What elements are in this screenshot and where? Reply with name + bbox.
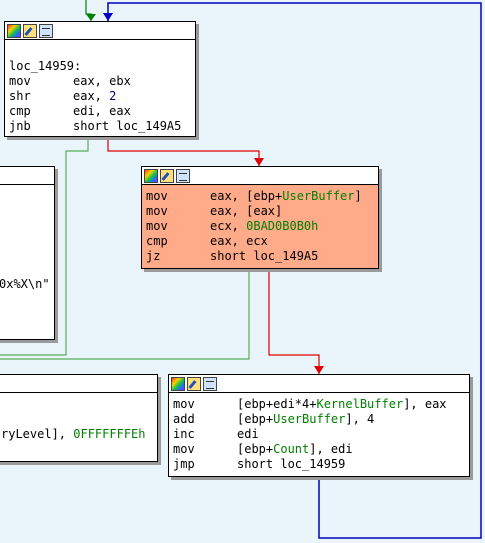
block-titlebar (0, 167, 54, 185)
edge-jz-taken-left (0, 268, 250, 360)
listing-view-icon[interactable] (203, 376, 217, 391)
block-titlebar (5, 22, 195, 40)
block-partial-left-upper[interactable]: 0x%X\n" (0, 166, 55, 340)
listing-view-icon[interactable] (176, 168, 190, 183)
block-titlebar (169, 375, 469, 393)
edit-pencil-icon[interactable] (160, 168, 174, 183)
instruction-line[interactable]: add[ebp+UserBuffer], 4 (173, 412, 375, 426)
graph-overview-icon[interactable] (171, 376, 185, 391)
instruction-line[interactable]: mov[ebp+Count], edi (173, 442, 353, 456)
block-buffer-copy[interactable]: mov[ebp+edi*4+KernelBuffer], eax add[ebp… (168, 374, 470, 477)
edge-true-to-left (0, 136, 89, 356)
block-titlebar (142, 167, 378, 185)
edge-arrowhead-red-2 (314, 366, 324, 374)
edge-arrowhead-blue (103, 13, 113, 21)
edge-false-to-check (107, 136, 260, 166)
edge-false-to-copy (268, 268, 320, 374)
graph-overview-icon[interactable] (7, 23, 21, 38)
edge-arrowhead-red-1 (254, 158, 264, 166)
instruction-line[interactable]: mov[ebp+edi*4+KernelBuffer], eax (173, 397, 447, 411)
edit-pencil-icon[interactable] (187, 376, 201, 391)
block-partial-left-lower[interactable]: ryLevel], 0FFFFFFFEh (0, 374, 158, 462)
code-label[interactable]: loc_14959: (9, 59, 82, 73)
edit-pencil-icon[interactable] (23, 23, 37, 38)
block-titlebar (0, 375, 157, 393)
graph-overview-icon[interactable] (144, 168, 158, 183)
edge-loop-back (107, 2, 482, 539)
edge-arrowhead-green (86, 14, 96, 21)
instruction-fragment[interactable]: ryLevel], 0FFFFFFFEh (1, 427, 146, 441)
format-string-fragment: 0x%X\n" (0, 277, 50, 291)
listing-view-icon[interactable] (39, 23, 53, 38)
